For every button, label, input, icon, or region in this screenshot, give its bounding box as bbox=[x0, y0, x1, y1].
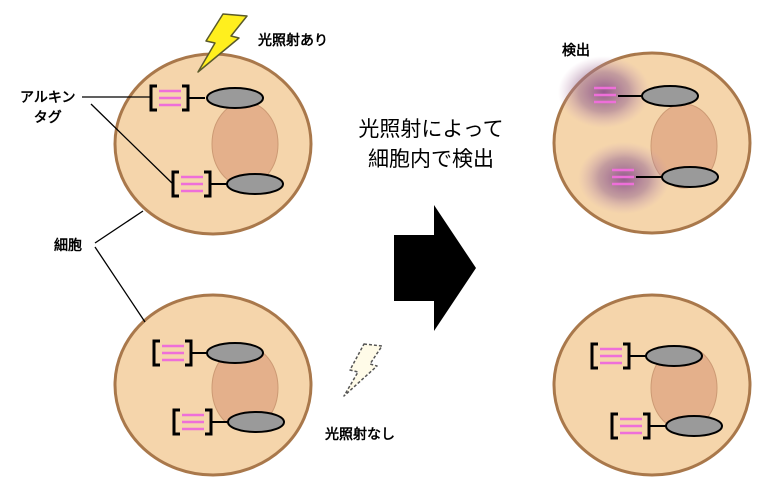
label-detected: 検出 bbox=[562, 43, 590, 59]
cell-top-left bbox=[113, 52, 313, 236]
target-molecule bbox=[227, 411, 285, 433]
cell-bottom-left bbox=[113, 293, 313, 477]
target-molecule bbox=[641, 85, 699, 107]
leader-line-tag-bottom bbox=[90, 103, 175, 186]
target-molecule bbox=[665, 415, 723, 437]
label-alkyne-tag: アルキン タグ bbox=[20, 90, 76, 126]
label-light-off: 光照射なし bbox=[325, 427, 395, 443]
label-cell: 細胞 bbox=[54, 238, 82, 254]
target-molecule bbox=[645, 345, 703, 367]
target-molecule bbox=[206, 342, 264, 364]
target-molecule bbox=[226, 173, 284, 195]
detection-glow bbox=[558, 56, 650, 128]
leader-line-cell-bottom bbox=[94, 246, 146, 323]
cell-top-right bbox=[552, 51, 752, 235]
nucleus bbox=[211, 101, 279, 187]
label-process: 光照射によって 細胞内で検出 bbox=[358, 117, 504, 171]
label-light-on: 光照射あり bbox=[258, 33, 328, 49]
right-arrow-icon bbox=[394, 205, 476, 331]
lightning-bolt-icon bbox=[197, 13, 248, 73]
target-molecule bbox=[206, 87, 264, 109]
leader-line-cell-top bbox=[94, 210, 144, 244]
target-molecule bbox=[661, 166, 719, 188]
lightning-bolt-outline-icon bbox=[343, 343, 383, 397]
cell-bottom-right bbox=[552, 293, 752, 477]
